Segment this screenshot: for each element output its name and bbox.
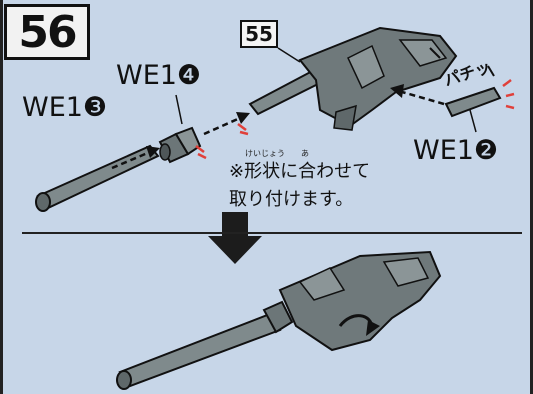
completed-assembly: [116, 250, 442, 390]
part-we1-2: [444, 86, 502, 133]
part-main-weapon: [248, 26, 458, 131]
note-line-1: ※形状に合わせて: [229, 161, 371, 182]
panel-border-left: [0, 0, 3, 394]
arrow-we1-3-to-we1-4: [111, 146, 160, 170]
reference-step-box: 55: [240, 20, 278, 48]
down-arrow: [208, 212, 262, 264]
click-lines: [429, 47, 495, 77]
reference-step-number: 55: [245, 22, 273, 46]
arrow-we1-2-to-main: [390, 84, 445, 106]
step-number: 56: [18, 6, 77, 58]
panel-border-right: [530, 0, 533, 394]
note-line-2: 取り付けます。: [229, 189, 354, 210]
attach-marks: [195, 79, 515, 160]
assembly-note: けいじょう あ ※形状に合わせて 取り付けます。: [229, 150, 370, 214]
note-ruby: けいじょう あ: [245, 149, 309, 158]
part-we1-3-barrel: [35, 144, 160, 212]
step-number-box: 56: [4, 4, 90, 60]
label-we1-4: WE1❹: [116, 60, 202, 91]
label-we1-3: WE1❸: [22, 92, 108, 123]
section-divider: [22, 232, 522, 234]
arrow-we1-4-to-main: [203, 112, 250, 136]
label-we1-2: WE1❷: [413, 135, 499, 166]
part-we1-4-connector: [158, 94, 202, 164]
